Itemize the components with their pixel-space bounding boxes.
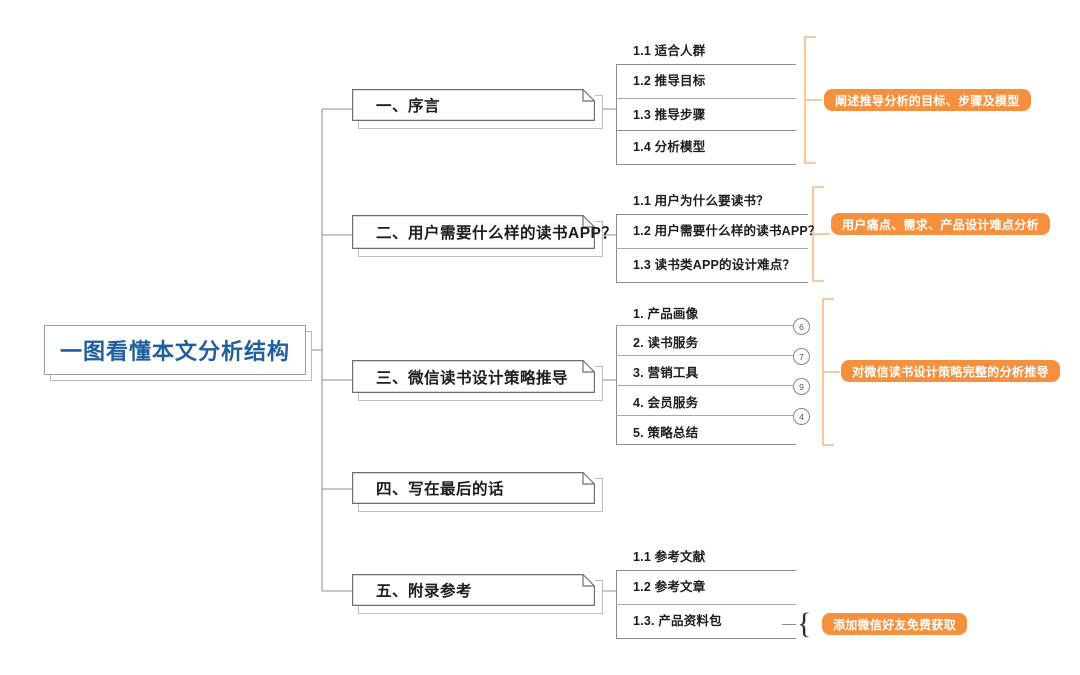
sub-item-rule (616, 282, 808, 284)
folded-corner-icon (352, 89, 595, 121)
sub-item-rule (616, 130, 796, 132)
subgroup-3: 1. 产品画像 6 2. 读书服务 7 3. 营销工具 9 4. 会员服务 4 … (616, 297, 810, 446)
item-badge: 4 (793, 408, 810, 425)
sub-item[interactable]: 1.4 分析模型 (616, 130, 796, 160)
subgroup-2: 1.1 用户为什么要读书？ 1.2 用户需要什么样的读书APP？ 1.3 读书类… (616, 184, 820, 284)
sub-item[interactable]: 1.1 参考文献 (616, 540, 796, 570)
sub-item-label: 3. 营销工具 (633, 365, 699, 380)
sub-item-label: 1.2 用户需要什么样的读书APP？ (633, 223, 821, 238)
sub-item-label: 1.3 推导步骤 (633, 107, 706, 122)
branch-node-3[interactable]: 三、微信读书设计策略推导 (352, 360, 595, 393)
sub-item[interactable]: 1.2 参考文章 (616, 570, 796, 600)
annotation-pill-5[interactable]: 添加微信好友免费获取 (822, 613, 968, 635)
sub-item[interactable]: 1.3 推导步骤 (616, 98, 796, 128)
sub-item[interactable]: 1.2 推导目标 (616, 64, 796, 94)
annotation-pill-label-3: 对微信读书设计策略完整的分析推导 (852, 364, 1049, 379)
sub-item-label: 1.1 用户为什么要读书？ (633, 193, 769, 208)
sub-item-label: 4. 会员服务 (633, 395, 699, 410)
sub-item-rule (616, 98, 796, 100)
item-badge-label: 4 (799, 411, 804, 422)
sub-item-label: 1.1 参考文献 (633, 549, 706, 564)
item-badge-label: 6 (799, 321, 804, 332)
sub-item[interactable]: 5. 策略总结 (616, 416, 796, 446)
folded-corner-icon (352, 472, 595, 504)
sub-item-label: 1.2 推导目标 (633, 73, 706, 88)
sub-item[interactable]: 2. 读书服务 (616, 326, 796, 356)
branch-label-3: 三、微信读书设计策略推导 (376, 369, 569, 387)
root-node[interactable]: 一图看懂本文分析结构 (44, 325, 306, 375)
item-badge-label: 9 (799, 381, 804, 392)
branch-node-2[interactable]: 二、用户需要什么样的读书APP？ (352, 215, 617, 249)
annotation-pill-label-1: 阐述推导分析的目标、步骤及模型 (835, 93, 1020, 108)
folded-corner-icon (352, 360, 595, 393)
branch-node-4[interactable]: 四、写在最后的话 (352, 472, 595, 504)
sub-item-rule (616, 64, 796, 66)
sub-item[interactable]: 1. 产品画像 (616, 297, 796, 327)
sub-item-rule (616, 355, 793, 357)
annotation-pill-label-5: 添加微信好友免费获取 (833, 617, 957, 632)
item-badge-label: 7 (799, 351, 804, 362)
sub-item-label: 2. 读书服务 (633, 335, 699, 350)
sub-item-label: 1. 产品画像 (633, 306, 699, 321)
annotation-pill-3[interactable]: 对微信读书设计策略完整的分析推导 (841, 360, 1060, 382)
page-title: 一图看懂本文分析结构 (59, 339, 290, 364)
subgroup-rail-3 (616, 325, 618, 444)
folded-corner-icon (352, 574, 595, 606)
item-badge: 9 (793, 378, 810, 395)
sub-item-rule (616, 325, 793, 327)
subgroup-1: 1.1 适合人群 1.2 推导目标 1.3 推导步骤 1.4 分析模型 (616, 34, 796, 166)
branch-node-5[interactable]: 五、附录参考 (352, 574, 595, 606)
curly-brace-icon: { (797, 607, 812, 640)
sub-item-rule (616, 570, 796, 572)
sub-item[interactable]: 1.1 适合人群 (616, 34, 796, 64)
branch-label-5: 五、附录参考 (376, 583, 473, 600)
sub-item-rule (616, 604, 796, 606)
sub-item-label: 1.3. 产品资料包 (633, 613, 722, 628)
sub-item[interactable]: 1.3. 产品资料包 (616, 604, 796, 634)
sub-item-label: 1.3 读书类APP的设计难点？ (633, 257, 796, 272)
sub-item-label: 1.4 分析模型 (633, 139, 706, 154)
annotation-pill-label-2: 用户痛点、需求、产品设计难点分析 (842, 217, 1039, 232)
item-badge: 6 (793, 318, 810, 335)
branch-label-2: 二、用户需要什么样的读书APP？ (376, 225, 618, 242)
folded-corner-icon (352, 215, 595, 249)
group-bracket-3 (820, 298, 852, 446)
sub-item-rule (616, 444, 796, 446)
sub-item[interactable]: 1.1 用户为什么要读书？ (616, 184, 808, 214)
branch-label-1: 一、序言 (376, 98, 441, 115)
annotation-pill-1[interactable]: 阐述推导分析的目标、步骤及模型 (824, 89, 1031, 111)
sub-item-rule (616, 214, 808, 216)
sub-item[interactable]: 1.2 用户需要什么样的读书APP？ (616, 214, 820, 244)
sub-item-rule (616, 164, 796, 166)
sub-item-rule (616, 415, 793, 417)
brace-stub (782, 624, 796, 626)
annotation-pill-2[interactable]: 用户痛点、需求、产品设计难点分析 (831, 213, 1050, 235)
group-bracket-2 (810, 186, 842, 282)
branch-node-1[interactable]: 一、序言 (352, 89, 595, 121)
subgroup-5: 1.1 参考文献 1.2 参考文章 1.3. 产品资料包 (616, 540, 796, 640)
sub-item-rule (616, 638, 796, 640)
sub-item[interactable]: 1.3 读书类APP的设计难点？ (616, 248, 808, 278)
sub-item-rule (616, 385, 793, 387)
item-badge: 7 (793, 348, 810, 365)
sub-item-label: 1.1 适合人群 (633, 43, 706, 58)
sub-item-label: 1.2 参考文章 (633, 579, 706, 594)
sub-item-rule (616, 248, 808, 250)
sub-item-label: 5. 策略总结 (633, 425, 699, 440)
subgroup-rail-1 (616, 64, 618, 164)
sub-item[interactable]: 3. 营销工具 (616, 356, 796, 386)
sub-item[interactable]: 4. 会员服务 (616, 386, 796, 416)
branch-label-4: 四、写在最后的话 (376, 481, 505, 498)
group-bracket-1 (802, 36, 834, 164)
